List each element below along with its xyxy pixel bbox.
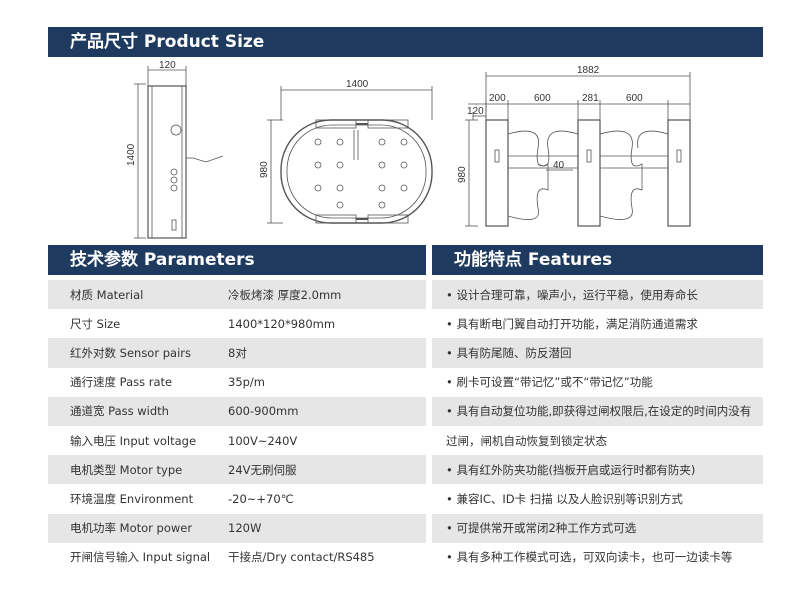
param-key: 尺寸 Size <box>70 316 121 331</box>
param-key: 环境温度 Environment <box>70 491 194 506</box>
feature-item: • 具有防尾随、防反潜回 <box>432 338 763 368</box>
front-segment-label: 600 <box>626 93 643 104</box>
param-value: 1400*120*980mm <box>228 316 336 331</box>
front-segment-label: 281 <box>582 93 599 104</box>
param-key: 材质 Material <box>48 280 226 310</box>
table-row: • 具有红外防夹功能(挡板开启或运行时都有防夹) <box>432 455 763 485</box>
feature-item: • 具有红外防夹功能(挡板开启或运行时都有防夹) <box>432 455 763 485</box>
top-height-label: 980 <box>259 161 270 178</box>
table-row: • 可提供常开或常闭2种工作方式可选 <box>432 513 763 543</box>
front-height-label: 980 <box>457 166 468 183</box>
features-table: • 设计合理可靠，噪声小，运行平稳，使用寿命长 • 具有断电门翼自动打开功能，满… <box>432 280 763 572</box>
feature-item: • 具有断电门翼自动打开功能，满足消防通道需求 <box>446 316 698 331</box>
param-key: 输入电压 Input voltage <box>70 433 197 448</box>
front-center-label: 40 <box>553 160 565 171</box>
technical-drawings: 120 1400 1400 980 1882 200 600 281 600 1… <box>126 60 691 239</box>
parameters-banner: 技术参数 Parameters <box>48 245 426 275</box>
param-value: 干接点/Dry contact/RS485 <box>228 550 375 565</box>
parameters-title: 技术参数 Parameters <box>70 250 255 270</box>
param-key: 电机类型 Motor type <box>48 455 226 485</box>
table-row: • 具有自动复位功能,即获得过闸权限后,在设定的时间内没有 <box>432 396 763 426</box>
param-value: -20~+70℃ <box>228 491 294 506</box>
param-key: 开闸信号输入 Input signal <box>70 550 211 565</box>
table-row: 输入电压 Input voltage 100V~240V <box>48 426 426 455</box>
param-value: 120W <box>226 513 426 543</box>
product-size-title: 产品尺寸 Product Size <box>70 32 265 52</box>
features-banner: 功能特点 Features <box>432 245 763 275</box>
param-value: 600-900mm <box>226 396 426 426</box>
feature-item: • 可提供常开或常闭2种工作方式可选 <box>432 513 763 543</box>
front-margin-label: 120 <box>467 106 484 117</box>
table-row: • 具有防尾随、防反潜回 <box>432 338 763 368</box>
table-row: 环境温度 Environment -20~+70℃ <box>48 484 426 513</box>
param-value: 100V~240V <box>228 433 298 448</box>
table-row: • 具有多种工作模式可选，可双向读卡，也可一边读卡等 <box>432 543 763 572</box>
front-segment-label: 200 <box>489 93 506 104</box>
table-row: • 设计合理可靠，噪声小，运行平稳，使用寿命长 <box>432 280 763 310</box>
side-height-label: 1400 <box>126 143 137 166</box>
param-value: 35p/m <box>228 375 266 390</box>
table-row: • 具有断电门翼自动打开功能，满足消防通道需求 <box>432 309 763 338</box>
param-value: 24V无刷伺服 <box>226 455 426 485</box>
param-key: 通道宽 Pass width <box>48 396 226 426</box>
features-title: 功能特点 Features <box>454 250 613 270</box>
front-total-label: 1882 <box>577 65 600 76</box>
feature-item: 过闸，闸机自动恢复到锁定状态 <box>446 433 607 448</box>
front-segment-label: 600 <box>534 93 551 104</box>
product-size-banner: 产品尺寸 Product Size <box>48 27 763 57</box>
feature-item: • 刷卡可设置“带记忆”或不“带记忆”功能 <box>446 375 653 390</box>
top-view-drawing <box>267 86 433 224</box>
feature-item: • 设计合理可靠，噪声小，运行平稳，使用寿命长 <box>432 280 763 310</box>
feature-item: • 具有自动复位功能,即获得过闸权限后,在设定的时间内没有 <box>432 396 763 426</box>
front-view-drawing <box>465 72 691 227</box>
side-width-label: 120 <box>159 60 176 71</box>
param-key: 电机功率 Motor power <box>48 513 226 543</box>
table-row: • 刷卡可设置“带记忆”或不“带记忆”功能 <box>432 368 763 397</box>
table-row: 通行速度 Pass rate 35p/m <box>48 368 426 397</box>
table-row: 过闸，闸机自动恢复到锁定状态 <box>432 426 763 455</box>
param-value: 8对 <box>226 338 426 368</box>
param-key: 通行速度 Pass rate <box>70 375 173 390</box>
param-key: 红外对数 Sensor pairs <box>48 338 226 368</box>
feature-item: • 具有多种工作模式可选，可双向读卡，也可一边读卡等 <box>446 550 733 565</box>
param-value: 冷板烤漆 厚度2.0mm <box>226 280 426 310</box>
table-row: 开闸信号输入 Input signal 干接点/Dry contact/RS485 <box>48 543 426 572</box>
side-view-drawing <box>134 66 224 239</box>
top-width-label: 1400 <box>346 79 369 90</box>
table-row: 尺寸 Size 1400*120*980mm <box>48 309 426 338</box>
table-row: • 兼容IC、ID卡 扫描 以及人脸识别等识别方式 <box>432 484 763 513</box>
feature-item: • 兼容IC、ID卡 扫描 以及人脸识别等识别方式 <box>446 491 683 506</box>
